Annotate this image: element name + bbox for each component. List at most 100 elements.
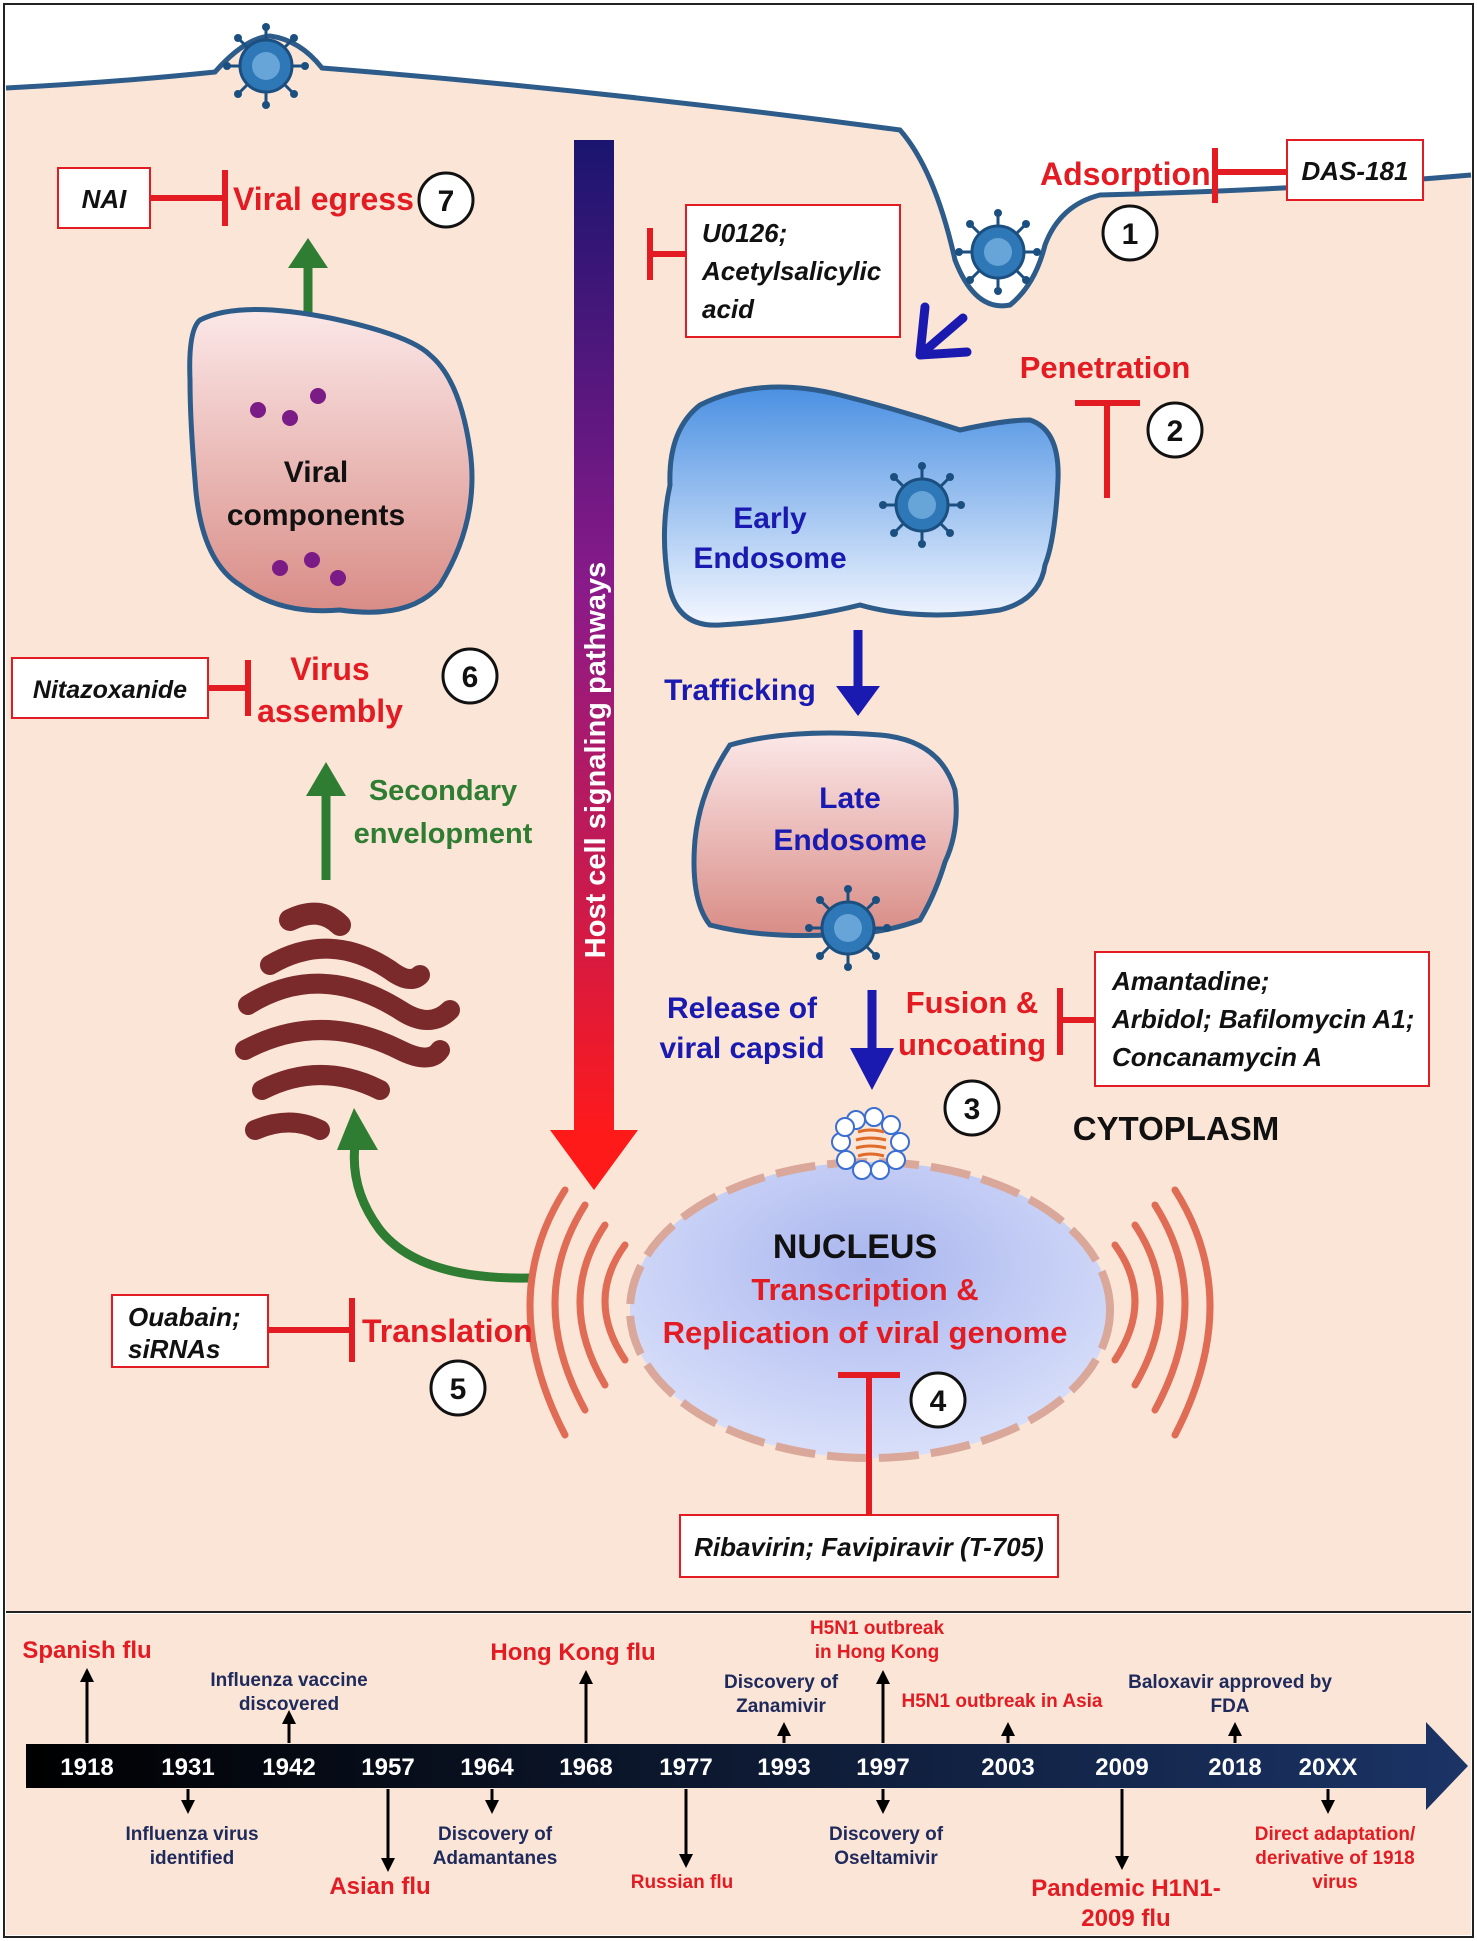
timeline-events-above: Spanish flu Influenza vaccine discovered… <box>22 1618 1332 1743</box>
early-endosome-label-2: Endosome <box>693 542 846 575</box>
virus-assembly-label-2: assembly <box>257 693 403 729</box>
virus-assembly-label-1: Virus <box>290 651 369 687</box>
nucleus-label: NUCLEUS <box>773 1228 937 1266</box>
event-virus-identified-1: Influenza virus <box>125 1824 258 1845</box>
virus-icon <box>803 883 893 973</box>
event-spanish-flu: Spanish flu <box>22 1637 151 1664</box>
svg-text:4: 4 <box>930 1385 947 1418</box>
endoplasmic-reticulum <box>526 1186 1214 1439</box>
adsorption-label: Adsorption <box>1040 156 1211 192</box>
transcription-label-2: Replication of viral genome <box>663 1315 1068 1350</box>
early-endosome <box>661 384 1061 628</box>
transcription-label-1: Transcription & <box>751 1272 978 1307</box>
step-2-badge <box>1146 401 1204 459</box>
trafficking-label: Trafficking <box>664 674 816 707</box>
timeline-year: 1957 <box>361 1754 414 1781</box>
early-endosome-label-1: Early <box>733 502 807 535</box>
event-pandemic-1: Pandemic H1N1- <box>1031 1875 1220 1902</box>
timeline-year: 1918 <box>60 1754 113 1781</box>
event-vaccine-1: Influenza vaccine <box>210 1670 367 1691</box>
event-baloxavir-2: FDA <box>1210 1696 1249 1717</box>
nai-label: NAI <box>82 184 128 214</box>
translation-label: Translation <box>362 1313 533 1349</box>
timeline-year: 1942 <box>262 1754 315 1781</box>
amantadine-label-2: Arbidol; Bafilomycin A1; <box>1111 1004 1414 1034</box>
svg-text:5: 5 <box>450 1373 467 1406</box>
nitazoxanide-label: Nitazoxanide <box>33 676 187 704</box>
cytoplasm-label: CYTOPLASM <box>1073 1110 1280 1147</box>
timeline-year: 1977 <box>659 1754 712 1781</box>
svg-text:3: 3 <box>964 1093 981 1126</box>
capsid-icon <box>831 1107 910 1180</box>
step-5-badge <box>429 1359 487 1417</box>
fusion-label-2: uncoating <box>898 1027 1046 1062</box>
nuclear-envelope <box>626 1158 1114 1462</box>
u0126-label-1: U0126; <box>702 218 787 248</box>
u0126-label-2: Acetylsalicylic <box>701 256 882 286</box>
event-direct-3: virus <box>1312 1872 1357 1893</box>
step-3-badge <box>943 1079 1001 1137</box>
event-h5n1-asia: H5N1 outbreak in Asia <box>902 1691 1103 1712</box>
virus-icon <box>221 21 311 111</box>
penetration-label: Penetration <box>1020 350 1191 385</box>
ribavirin-label: Ribavirin; Favipiravir (T-705) <box>694 1532 1044 1562</box>
secondary-envelopment-label-1: Secondary <box>369 775 517 807</box>
step-6-badge <box>441 647 499 705</box>
event-pandemic-2: 2009 flu <box>1081 1905 1170 1932</box>
step-1-badge <box>1101 204 1159 262</box>
timeline-year: 20XX <box>1299 1754 1358 1781</box>
ribavirin-box <box>679 1514 1059 1578</box>
late-endosome-label-2: Endosome <box>773 824 926 857</box>
host-signaling-label: Host cell signaling pathways <box>580 562 612 958</box>
event-asian-flu: Asian flu <box>329 1873 430 1900</box>
event-oseltamivir-1: Discovery of <box>829 1824 944 1845</box>
timeline-year: 1997 <box>856 1754 909 1781</box>
event-virus-identified-2: identified <box>150 1848 234 1869</box>
event-zanamivir-2: Zanamivir <box>736 1696 826 1717</box>
das181-box <box>1286 139 1424 201</box>
svg-text:6: 6 <box>462 661 479 694</box>
event-adamantanes-2: Adamantanes <box>433 1848 558 1869</box>
viral-components-vesicle <box>187 307 475 615</box>
event-zanamivir-1: Discovery of <box>724 1672 839 1693</box>
event-adamantanes-1: Discovery of <box>438 1824 553 1845</box>
viral-particles <box>250 388 346 586</box>
release-capsid-label-1: Release of <box>667 992 818 1025</box>
timeline-year: 2003 <box>981 1754 1034 1781</box>
nucleus <box>630 1162 1110 1458</box>
viral-components-label-1: Viral <box>284 456 349 489</box>
virus-icon <box>953 207 1043 297</box>
timeline-arrow <box>26 1722 1468 1810</box>
step-7-badge <box>417 171 475 229</box>
event-baloxavir-1: Baloxavir approved by <box>1128 1672 1332 1693</box>
svg-text:7: 7 <box>438 185 455 218</box>
timeline-events-below: Influenza virus identified Asian flu Dis… <box>125 1789 1416 1932</box>
virus-icon <box>877 460 967 550</box>
event-hong-kong-flu: Hong Kong flu <box>490 1639 655 1666</box>
timeline-year: 2009 <box>1095 1754 1148 1781</box>
timeline-year: 2018 <box>1208 1754 1261 1781</box>
secondary-envelopment-label-2: envelopment <box>354 818 533 850</box>
das181-label: DAS-181 <box>1302 156 1409 186</box>
event-russian-flu: Russian flu <box>631 1872 733 1893</box>
amantadine-label-1: Amantadine; <box>1111 966 1269 996</box>
event-vaccine-2: discovered <box>239 1694 339 1715</box>
viral-egress-label: Viral egress <box>233 181 414 217</box>
late-endosome-label-1: Late <box>819 782 881 815</box>
ouabain-label-2: siRNAs <box>128 1334 220 1364</box>
event-direct-2: derivative of 1918 <box>1255 1848 1414 1869</box>
svg-text:1: 1 <box>1122 218 1139 251</box>
timeline-year: 1993 <box>757 1754 810 1781</box>
golgi-apparatus <box>235 902 460 1140</box>
host-signaling-arrow <box>574 140 614 1140</box>
host-signaling-arrowhead <box>550 1130 638 1190</box>
event-h5n1-hk-1: H5N1 outbreak <box>810 1618 945 1639</box>
u0126-label-3: acid <box>702 294 755 324</box>
ouabain-label-1: Ouabain; <box>128 1302 241 1332</box>
timeline-year: 1964 <box>460 1754 514 1781</box>
release-capsid-label-2: viral capsid <box>659 1032 824 1065</box>
timeline-year: 1968 <box>559 1754 612 1781</box>
